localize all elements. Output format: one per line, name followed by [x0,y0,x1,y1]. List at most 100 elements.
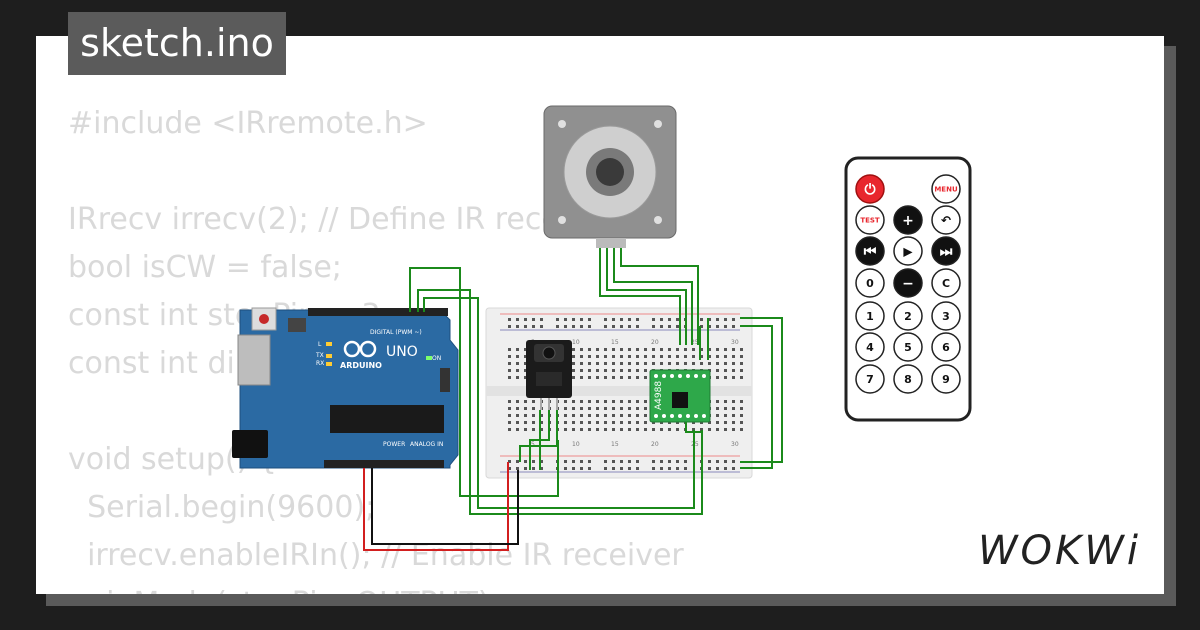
breadboard-hole[interactable] [516,355,519,358]
breadboard-hole[interactable] [732,376,735,379]
stepper-motor[interactable] [543,105,677,248]
breadboard-hole[interactable] [740,400,743,403]
breadboard-hole[interactable] [564,428,567,431]
breadboard-hole[interactable] [716,318,719,321]
reset-button-cap[interactable] [259,314,269,324]
breadboard-hole[interactable] [740,428,743,431]
breadboard-hole[interactable] [516,428,519,431]
breadboard-hole[interactable] [684,362,687,365]
breadboard-hole[interactable] [724,362,727,365]
breadboard-hole[interactable] [532,467,535,470]
breadboard-hole[interactable] [540,467,543,470]
remote-button-3[interactable]: 3 [931,301,961,331]
breadboard-hole[interactable] [660,355,663,358]
a4988-driver[interactable]: A4988 [649,369,711,423]
breadboard-hole[interactable] [620,318,623,321]
breadboard-hole[interactable] [724,318,727,321]
breadboard-hole[interactable] [588,376,591,379]
ir-receiver[interactable] [526,340,572,410]
breadboard-hole[interactable] [524,348,527,351]
breadboard-hole[interactable] [540,428,543,431]
remote-button-8[interactable]: 8 [893,364,923,394]
breadboard-hole[interactable] [644,421,647,424]
breadboard-hole[interactable] [676,362,679,365]
breadboard-hole[interactable] [524,369,527,372]
breadboard-hole[interactable] [700,318,703,321]
breadboard-hole[interactable] [676,467,679,470]
breadboard-hole[interactable] [660,428,663,431]
breadboard-hole[interactable] [508,325,511,328]
breadboard-hole[interactable] [668,355,671,358]
breadboard-hole[interactable] [572,362,575,365]
breadboard-hole[interactable] [620,467,623,470]
breadboard-hole[interactable] [580,407,583,410]
breadboard-hole[interactable] [628,355,631,358]
breadboard-hole[interactable] [572,369,575,372]
arduino-uno-board[interactable]: DIGITAL (PWM ~) UNO ARDUINO POWER ANALOG… [232,307,459,469]
breadboard-hole[interactable] [532,400,535,403]
remote-prev-button[interactable]: ⏮ [855,236,885,266]
remote-button-c[interactable]: C [931,268,961,298]
breadboard-hole[interactable] [660,362,663,365]
breadboard-hole[interactable] [740,407,743,410]
breadboard-hole[interactable] [636,421,639,424]
breadboard-hole[interactable] [596,355,599,358]
breadboard-hole[interactable] [588,348,591,351]
breadboard-hole[interactable] [740,362,743,365]
breadboard-hole[interactable] [588,467,591,470]
breadboard-hole[interactable] [572,348,575,351]
breadboard-hole[interactable] [524,414,527,417]
breadboard-hole[interactable] [508,407,511,410]
breadboard-hole[interactable] [604,460,607,463]
breadboard-hole[interactable] [644,376,647,379]
breadboard-hole[interactable] [716,414,719,417]
breadboard-hole[interactable] [668,318,671,321]
breadboard-hole[interactable] [540,460,543,463]
breadboard-hole[interactable] [644,362,647,365]
remote-button-test[interactable]: TEST [855,205,885,235]
breadboard-hole[interactable] [508,318,511,321]
remote-button-5[interactable]: 5 [893,332,923,362]
breadboard-hole[interactable] [708,318,711,321]
breadboard-hole[interactable] [732,414,735,417]
breadboard-hole[interactable] [580,400,583,403]
breadboard-hole[interactable] [588,421,591,424]
breadboard-hole[interactable] [508,369,511,372]
breadboard-hole[interactable] [532,414,535,417]
breadboard-hole[interactable] [652,428,655,431]
breadboard-hole[interactable] [716,407,719,410]
breadboard-hole[interactable] [724,407,727,410]
breadboard-hole[interactable] [708,355,711,358]
breadboard-hole[interactable] [732,407,735,410]
breadboard-hole[interactable] [620,355,623,358]
breadboard-hole[interactable] [604,362,607,365]
breadboard-hole[interactable] [644,414,647,417]
breadboard-hole[interactable] [596,369,599,372]
breadboard-hole[interactable] [684,348,687,351]
breadboard-hole[interactable] [700,325,703,328]
breadboard-hole[interactable] [708,428,711,431]
breadboard-hole[interactable] [708,421,711,424]
breadboard-hole[interactable] [652,325,655,328]
breadboard-hole[interactable] [612,369,615,372]
breadboard-hole[interactable] [516,348,519,351]
breadboard-hole[interactable] [508,355,511,358]
breadboard-hole[interactable] [628,400,631,403]
breadboard-hole[interactable] [644,400,647,403]
breadboard-hole[interactable] [524,460,527,463]
breadboard-hole[interactable] [588,369,591,372]
breadboard-hole[interactable] [724,467,727,470]
breadboard-hole[interactable] [580,467,583,470]
breadboard-hole[interactable] [636,348,639,351]
breadboard-hole[interactable] [668,348,671,351]
remote-plus-button[interactable]: + [893,205,923,235]
breadboard-hole[interactable] [628,376,631,379]
breadboard-hole[interactable] [516,369,519,372]
breadboard-hole[interactable] [596,414,599,417]
breadboard-hole[interactable] [700,428,703,431]
breadboard-hole[interactable] [620,414,623,417]
breadboard-hole[interactable] [700,355,703,358]
breadboard-hole[interactable] [684,355,687,358]
breadboard-hole[interactable] [636,325,639,328]
